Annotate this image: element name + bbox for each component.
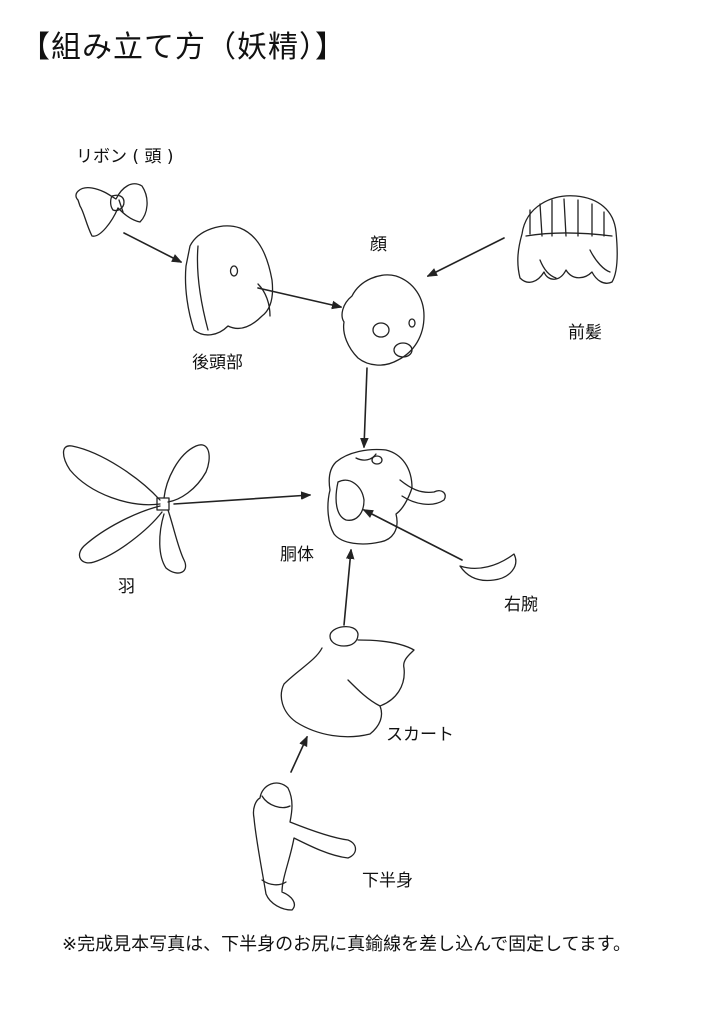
lower-body-part xyxy=(252,782,357,911)
assembly-arrows xyxy=(123,232,505,773)
wings-part xyxy=(62,444,210,574)
wings-label: 羽 xyxy=(118,577,135,597)
skirt-label: スカート xyxy=(386,725,454,745)
back-head-part xyxy=(184,225,274,336)
bangs-label: 前髪 xyxy=(568,323,602,343)
lower-body-label: 下半身 xyxy=(362,871,413,891)
back-head-label: 後頭部 xyxy=(192,353,243,373)
skirt-part xyxy=(280,626,415,738)
ribbon-label: リボン ( 頭 ) xyxy=(76,147,174,167)
torso-label: 胴体 xyxy=(280,545,314,565)
ribbon-part xyxy=(75,183,148,237)
page-title: 【組み立て方（妖精）】 xyxy=(20,30,346,65)
torso-part xyxy=(327,448,446,545)
face-label: 顔 xyxy=(370,235,387,255)
bangs-part xyxy=(517,195,618,284)
right-arm-part xyxy=(459,553,517,582)
face-part xyxy=(341,274,425,366)
footnote: ※完成見本写真は、下半身のお尻に真鍮線を差し込んで固定してます。 xyxy=(62,934,631,955)
right-arm-label: 右腕 xyxy=(504,595,538,615)
